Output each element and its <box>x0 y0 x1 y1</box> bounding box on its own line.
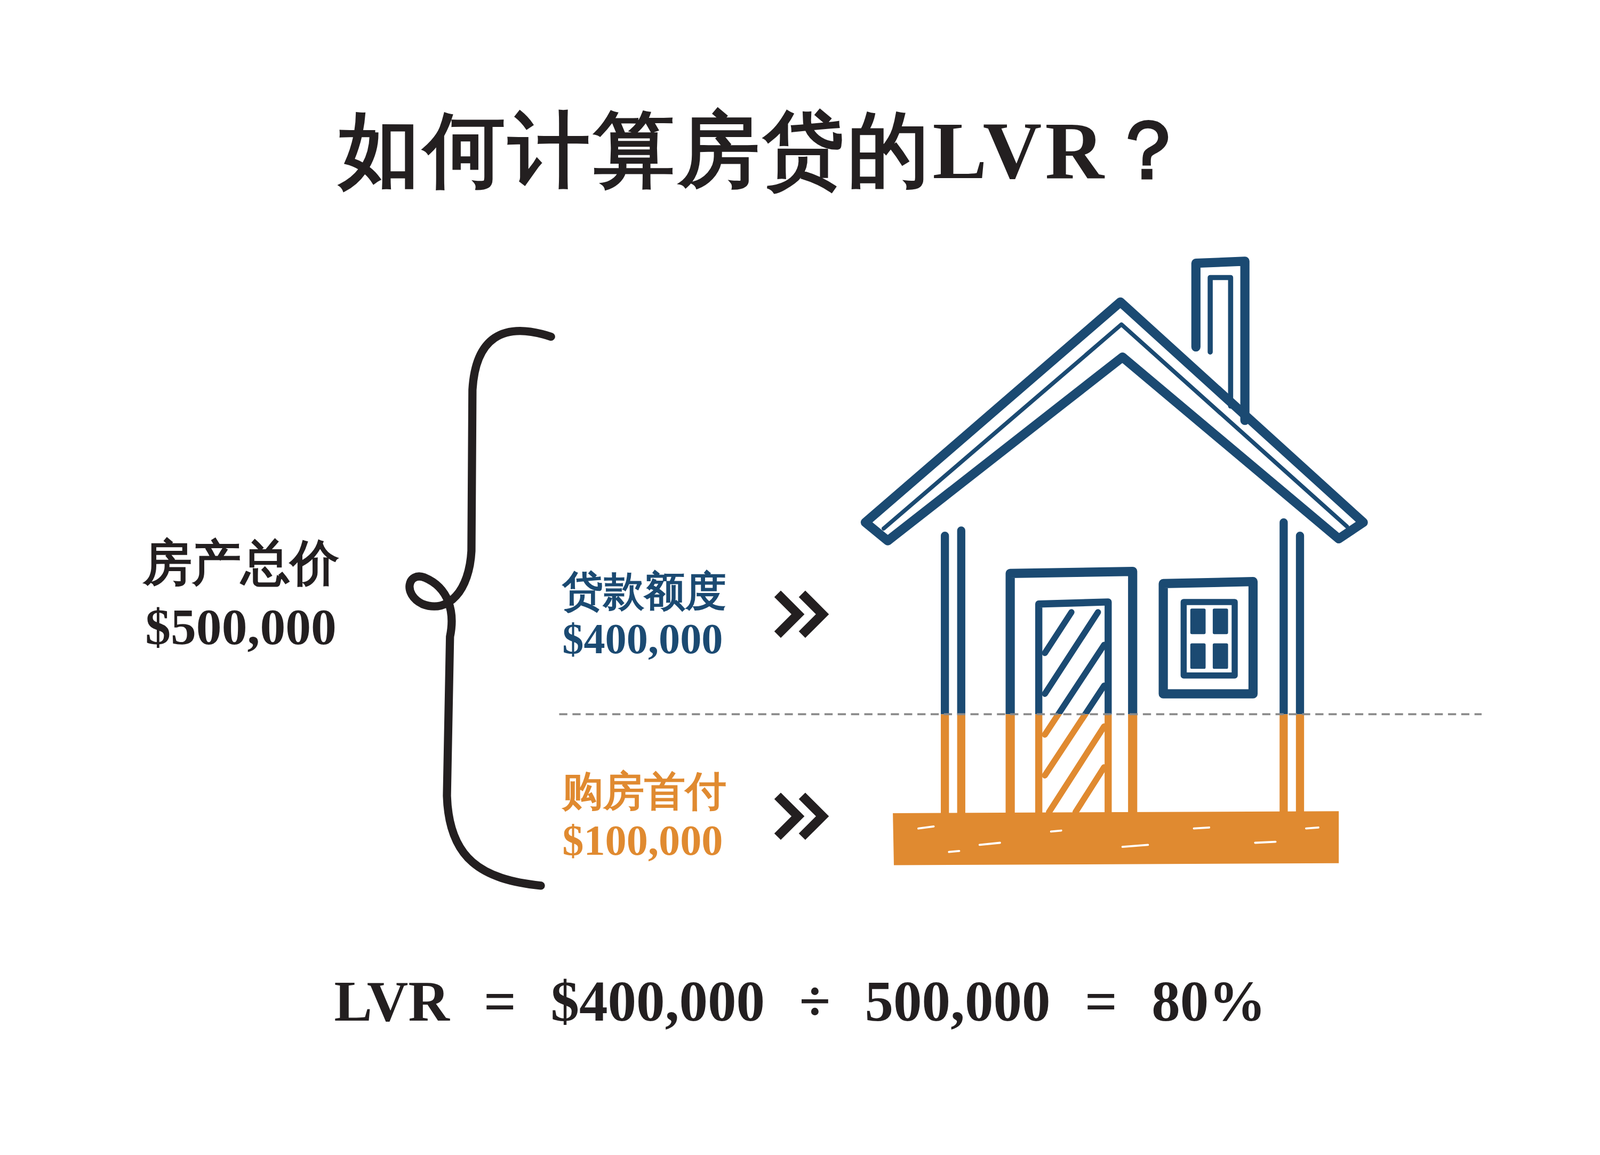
total-price-label: 房产总价 <box>142 536 340 591</box>
title: 如何计算房贷的LVR？ <box>338 106 1192 196</box>
house-upper <box>865 261 1364 715</box>
curly-brace <box>409 331 551 886</box>
house-lower <box>865 714 1364 816</box>
formula: LVR = $400,000 ÷ 500,000 = 80% <box>333 970 1266 1034</box>
deposit-value: $100,000 <box>562 817 723 864</box>
loan-label: 贷款额度 <box>562 569 727 615</box>
divider-line <box>558 713 1482 716</box>
chevrons <box>777 594 823 837</box>
ground <box>892 811 1339 866</box>
ground-texture <box>918 826 1319 853</box>
total-price-value: $500,000 <box>145 599 337 656</box>
loan-value: $400,000 <box>562 615 723 663</box>
deposit-label: 购房首付 <box>562 769 727 815</box>
